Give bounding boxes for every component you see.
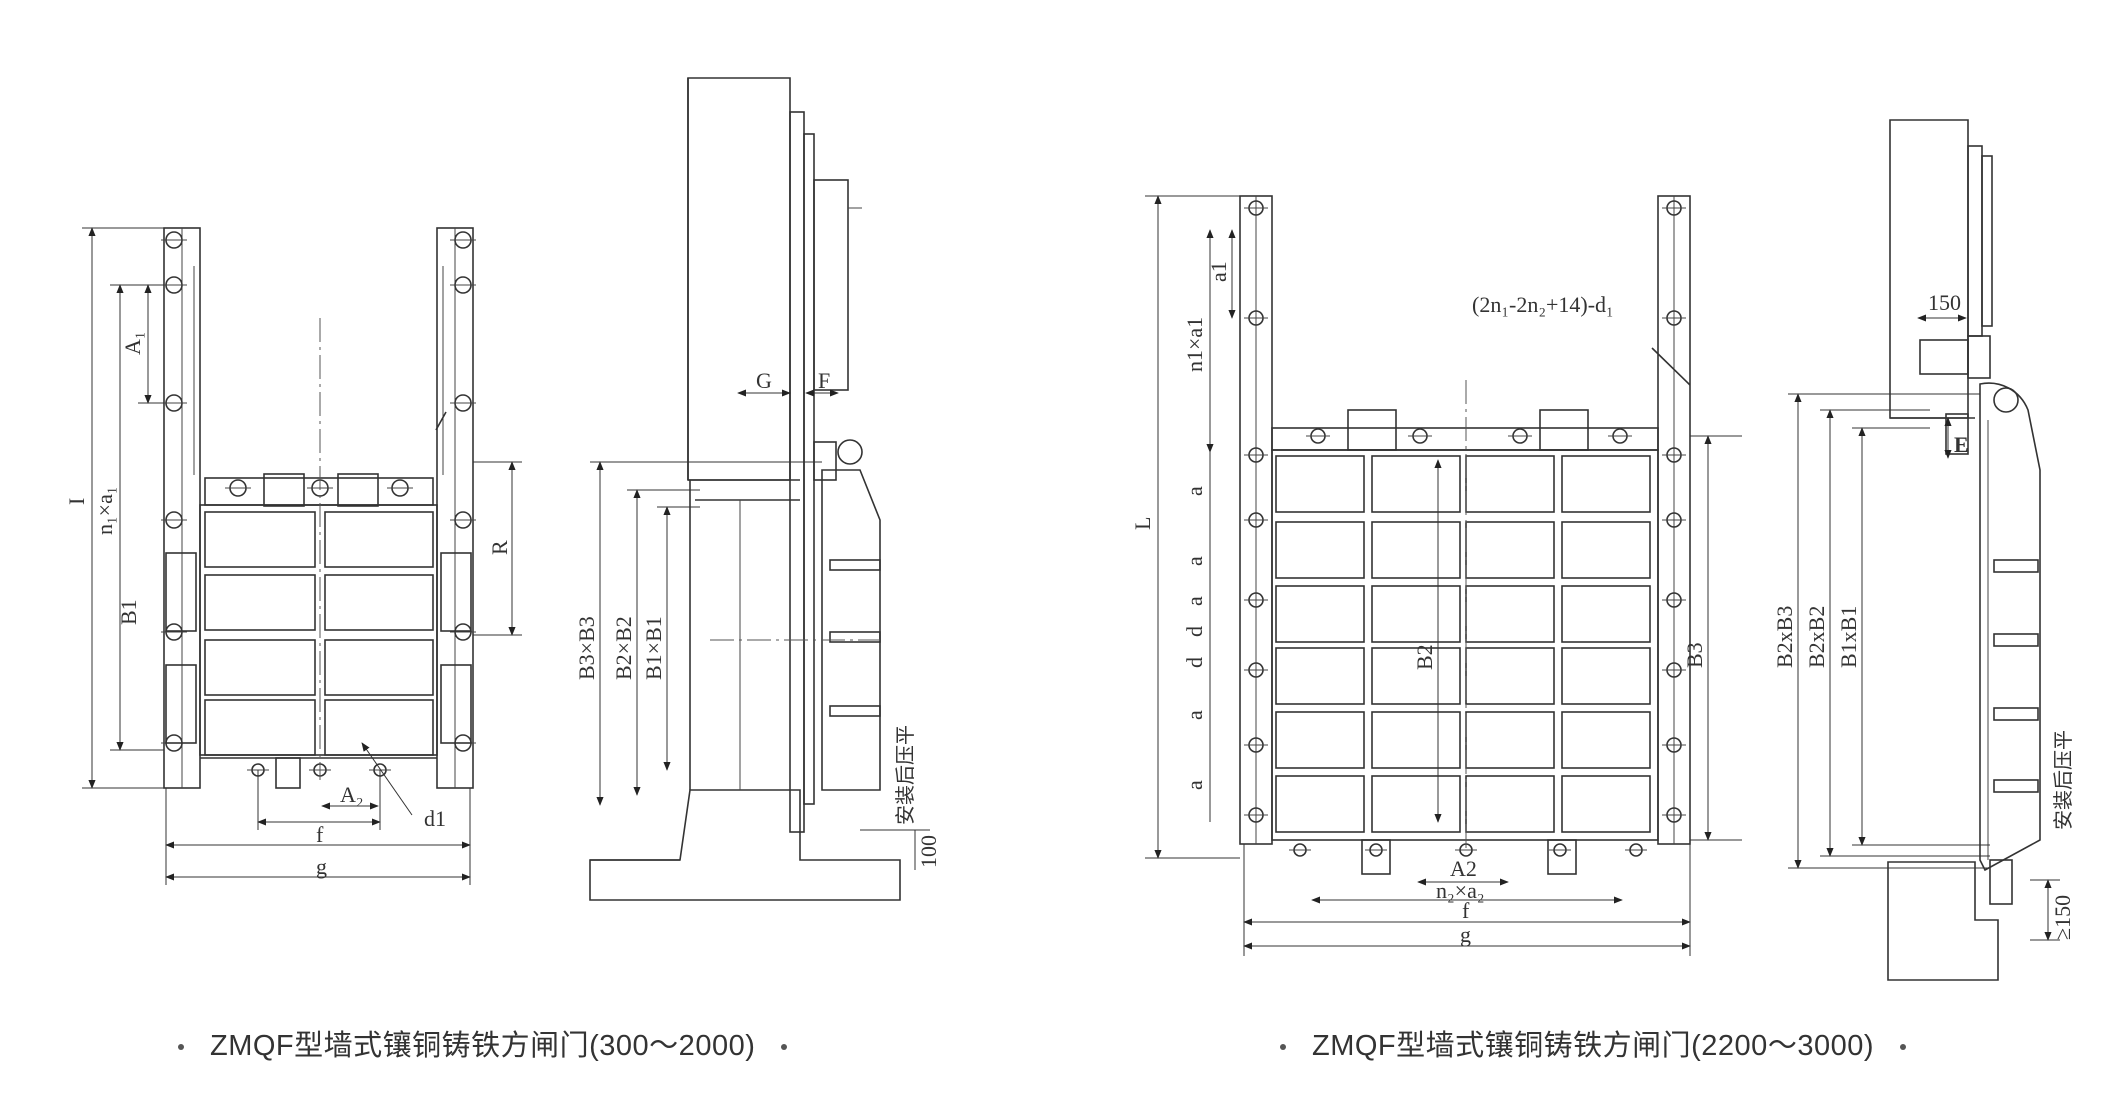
bullet-icon <box>178 1044 184 1051</box>
dim-label-n2-a2: n₂×a₂ <box>1436 878 1485 903</box>
panel-rib <box>1465 455 1555 513</box>
panel-rib <box>204 574 316 631</box>
panel-rib <box>324 639 434 696</box>
install-note-right: 安装后压平 <box>2051 730 2075 830</box>
panel-rib <box>1371 455 1461 513</box>
dim-label-d-1: d <box>1182 626 1207 637</box>
dim-label-B1xB1-left: B1×B1 <box>641 616 666 680</box>
caption-left-text: ZMQF型墙式镶铜铸铁方闸门(300～2000) <box>210 1030 756 1062</box>
dim-label-R: R <box>487 540 512 555</box>
panel-rib <box>1371 775 1461 833</box>
dim-label-a-3: a <box>1182 596 1207 606</box>
panel-rib <box>1561 775 1651 833</box>
dim-label-B2xB2-left: B2×B2 <box>611 616 636 680</box>
panel-rib <box>1465 711 1555 769</box>
panel-rib <box>1275 711 1365 769</box>
left-front-view <box>82 227 522 885</box>
panel-rib <box>204 639 316 696</box>
dim-label-ge150: ≥150 <box>2050 895 2075 940</box>
dim-label-B1xB1-right: B1xB1 <box>1836 606 1861 668</box>
dim-label-a-4: a <box>1182 710 1207 720</box>
panel-rib <box>1371 521 1461 579</box>
panel-rib <box>324 574 434 631</box>
dim-label-g-left: g <box>316 854 327 879</box>
dim-label-B3-right: B3 <box>1682 642 1707 668</box>
panel-rib <box>1465 775 1555 833</box>
panel-rib <box>1561 521 1651 579</box>
formula-label: (2n₁-2n₂+14)-d₁ <box>1472 292 1614 317</box>
panel-rib <box>1561 647 1651 705</box>
dim-label-f-left: f <box>316 822 324 847</box>
panel-rib <box>204 511 316 568</box>
dim-label-150-top: 150 <box>1928 290 1961 315</box>
dim-label-a-5: a <box>1182 780 1207 790</box>
panel-rib <box>1465 647 1555 705</box>
panel-rib <box>1561 455 1651 513</box>
panel-rib <box>1275 775 1365 833</box>
install-note-left: 安装后压平 <box>893 725 917 825</box>
dim-label-B2xB3-right: B2xB3 <box>1772 606 1797 668</box>
caption-right-text: ZMQF型墙式镶铜铸铁方闸门(2200～3000) <box>1312 1030 1874 1062</box>
dim-label-a1-right: a1 <box>1206 261 1231 282</box>
panel-rib <box>1371 647 1461 705</box>
dim-label-A2-left: A₂ <box>340 782 364 807</box>
panel-rib <box>1371 711 1461 769</box>
caption-right: ZMQF型墙式镶铜铸铁方闸门(2200～3000) <box>1280 1022 1932 1064</box>
panel-rib <box>324 699 434 756</box>
panel-rib <box>1465 521 1555 579</box>
dim-label-B1-left: B1 <box>116 599 141 625</box>
panel-rib <box>1465 585 1555 643</box>
panel-rib <box>1275 521 1365 579</box>
panel-rib <box>204 699 316 756</box>
dim-label-F: F <box>818 368 830 393</box>
dim-label-A2-right: A2 <box>1450 856 1477 881</box>
dim-label-a-2: a <box>1182 556 1207 566</box>
caption-left: ZMQF型墙式镶铜铸铁方闸门(300～2000) <box>178 1022 813 1064</box>
right-side-section <box>1788 119 2060 981</box>
panel-rib <box>1561 585 1651 643</box>
dim-label-d-2: d <box>1182 657 1207 668</box>
dim-label-B2-right: B2 <box>1412 644 1437 670</box>
dim-label-I: I <box>64 498 89 505</box>
bullet-icon <box>1900 1044 1906 1051</box>
dim-label-n1-a1-right: n1×a1 <box>1182 317 1207 372</box>
dim-label-E: E <box>1954 432 1969 457</box>
dim-label-100: 100 <box>916 835 941 868</box>
dim-label-d1-left: d1 <box>424 806 446 831</box>
dim-label-L: L <box>1130 517 1155 530</box>
bullet-icon <box>781 1044 788 1051</box>
right-front-view <box>1145 195 1742 956</box>
bullet-icon <box>1280 1044 1286 1051</box>
panel-rib <box>1275 585 1365 643</box>
dim-label-g-right: g <box>1460 922 1471 947</box>
panel-rib <box>1561 711 1651 769</box>
dim-label-f-right: f <box>1462 898 1470 923</box>
panel-rib <box>1275 455 1365 513</box>
dim-label-B2xB2-right: B2xB2 <box>1804 606 1829 668</box>
dim-label-B3xB3-left: B3×B3 <box>574 616 599 680</box>
dim-label-n1-a1-left: n₁×a₁ <box>92 486 117 535</box>
panel-rib <box>1371 585 1461 643</box>
panel-rib <box>1275 647 1365 705</box>
panel-rib <box>324 511 434 568</box>
left-side-section <box>589 77 930 901</box>
dim-label-a-1: a <box>1182 486 1207 496</box>
dim-label-G: G <box>756 368 772 393</box>
dim-label-A1-left: A₁ <box>120 331 145 355</box>
